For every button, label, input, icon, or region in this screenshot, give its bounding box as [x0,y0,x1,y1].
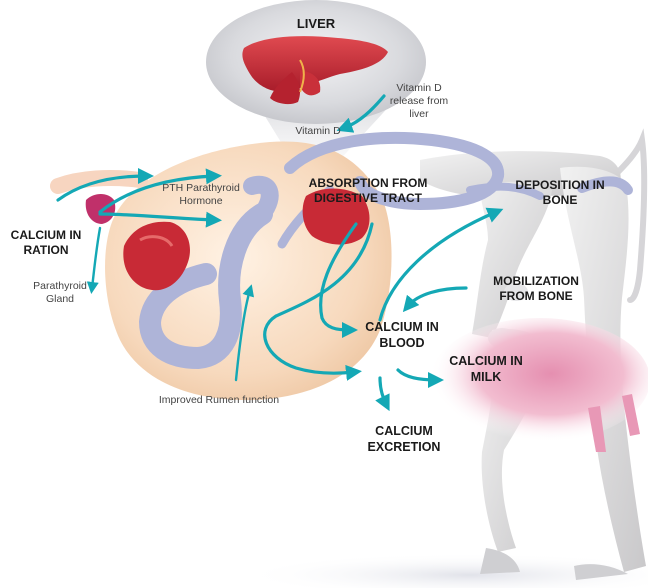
deposition-label: DEPOSITION IN BONE [508,178,612,208]
calcium-in-milk-label: CALCIUM IN MILK [444,354,528,385]
calcium-excretion-label: CALCIUM EXCRETION [356,424,452,455]
liver-label: LIVER [266,16,366,32]
pth-label: PTH Parathyroid Hormone [146,182,256,208]
parathyroid-gland-organ [86,194,116,224]
absorption-label: ABSORPTION FROM DIGESTIVE TRACT [298,176,438,206]
mobilization-label: MOBILIZATION FROM BONE [476,274,596,304]
improved-rumen-label: Improved Rumen function [154,394,284,407]
calcium-in-blood-label: CALCIUM IN BLOOD [354,320,450,351]
vitamin-d-label: Vitamin D [278,125,358,138]
vitamin-d-release-label: Vitamin D release from liver [380,82,458,121]
parathyroid-gland-label: Parathyroid Gland [20,280,100,306]
calcium-in-ration-label: CALCIUM IN RATION [4,228,88,258]
